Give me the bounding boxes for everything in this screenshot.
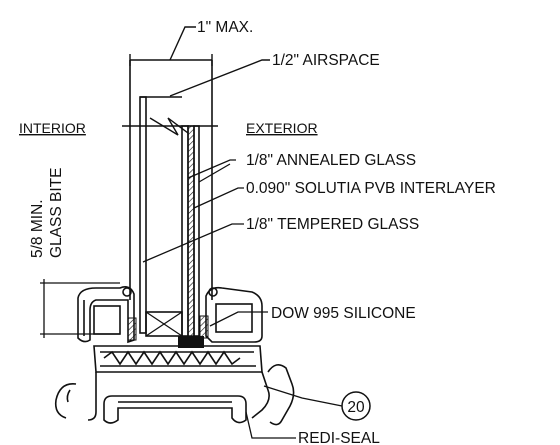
airspace-leader [169,59,270,97]
exterior-label: EXTERIOR [246,120,318,136]
setting-block [178,336,204,348]
glass-bite-label-line1: 5/8 MIN. [29,199,46,258]
detail-leader [263,385,343,407]
silicone-bead-exterior [199,315,209,339]
airspace-label: 1/2" AIRSPACE [272,52,380,69]
silicone-label: DOW 995 SILICONE [271,305,416,322]
interlayer-label: 0.090" SOLUTIA PVB INTERLAYER [246,180,496,197]
frame-extrusion [54,286,295,426]
tempered-glass-label: 1/8" TEMPERED GLASS [246,216,419,233]
pvb-interlayer [187,125,195,337]
silicone-leader [209,311,268,327]
spacer-bar [145,311,183,337]
silicone-bead-interior [127,317,137,341]
glass-bite-label-line2: GLASS BITE [48,168,65,258]
insulated-glass-unit [122,60,218,337]
interior-label: INTERIOR [19,120,86,136]
redi-seal-leader [245,411,296,439]
annealed-glass-label: 1/8" ANNEALED GLASS [246,152,416,169]
right-leaders [142,159,244,263]
redi-seal-label: REDI-SEAL [298,430,380,445]
detail-number: 20 [347,399,365,416]
detail-bubble [341,391,371,421]
max-width-label: 1" MAX. [197,19,253,36]
